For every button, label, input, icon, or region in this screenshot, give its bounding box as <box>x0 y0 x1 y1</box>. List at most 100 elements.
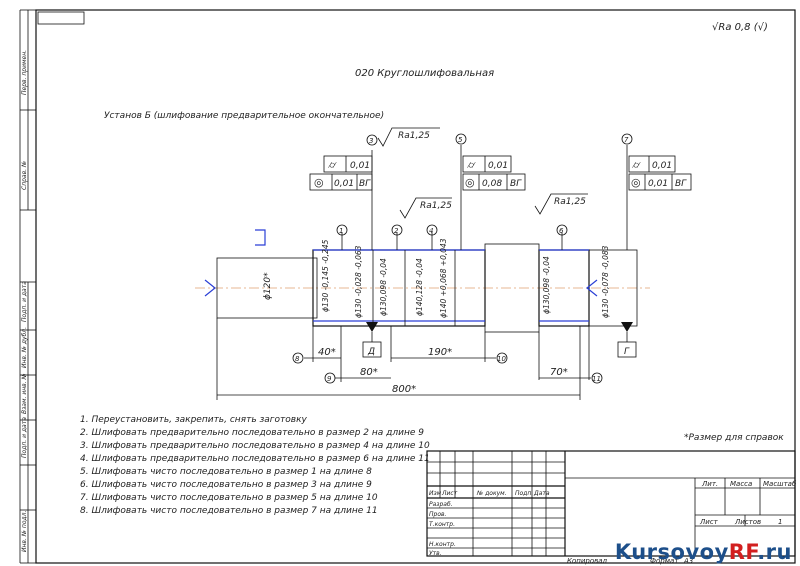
step-2: 2. Шлифовать предварительно последовател… <box>80 428 424 438</box>
step-3: 3. Шлифовать предварительно последовател… <box>80 441 430 451</box>
datum-triangle <box>621 322 633 332</box>
right-center-icon <box>586 279 598 297</box>
svg-text:Листов: Листов <box>734 518 761 526</box>
copied-label: Копировал <box>567 557 608 565</box>
svg-text:ВГ: ВГ <box>510 179 522 189</box>
watermark-logo: KursovoyRF.ru <box>614 540 792 564</box>
svg-text:◎: ◎ <box>314 176 324 189</box>
balloon: 11 <box>591 372 603 384</box>
side-label: Справ. № <box>21 161 28 190</box>
step-5: 5. Шлифовать чисто последовательно в раз… <box>80 467 372 477</box>
svg-text:Подп.: Подп. <box>515 490 533 497</box>
svg-text:Ra1,25: Ra1,25 <box>398 131 430 141</box>
svg-text:0,01: 0,01 <box>648 179 668 189</box>
svg-text:Т.контр.: Т.контр. <box>429 521 455 528</box>
svg-text:Пров.: Пров. <box>429 511 447 518</box>
side-label: Инв. № дубл. <box>21 327 28 368</box>
general-roughness: √Ra 0,8 (√) <box>712 22 768 33</box>
svg-text:5: 5 <box>458 136 463 144</box>
svg-text:Ra1,25: Ra1,25 <box>554 197 586 207</box>
dim-40: 40* <box>318 347 336 358</box>
format-value: А3 <box>683 557 693 565</box>
left-center-icon <box>204 279 216 297</box>
corner-stamp <box>37 11 85 25</box>
svg-text:Н.контр.: Н.контр. <box>429 541 456 548</box>
roughness-mark: Ra1,25 <box>534 193 588 215</box>
svg-text:Масса: Масса <box>730 480 752 488</box>
svg-text:11: 11 <box>592 375 601 383</box>
datum-g-label: Г <box>624 347 630 357</box>
svg-text:8: 8 <box>295 355 300 363</box>
side-label: Подп. и дата <box>21 417 28 458</box>
balloon: 1 <box>336 224 348 236</box>
svg-text:10: 10 <box>497 355 506 363</box>
balloon: 7 <box>621 133 633 145</box>
clamp-icon <box>255 229 266 246</box>
balloon: 4 <box>426 224 438 236</box>
operation-title: 020 Круглошлифовальная <box>355 68 494 79</box>
svg-text:ВГ: ВГ <box>675 179 687 189</box>
svg-text:0,01: 0,01 <box>652 161 672 171</box>
roughness-mark: Ra1,25 <box>377 127 440 147</box>
svg-text:0,01: 0,01 <box>488 161 508 171</box>
svg-text:Ra1,25: Ra1,25 <box>420 201 452 211</box>
svg-text:ВГ: ВГ <box>359 179 371 189</box>
svg-text:⌭: ⌭ <box>328 160 337 171</box>
svg-text:№ докум.: № докум. <box>476 490 507 497</box>
diameter-1: ϕ120* <box>263 272 273 300</box>
svg-text:3: 3 <box>369 137 373 145</box>
svg-text:Масштаб: Масштаб <box>763 480 797 488</box>
step-6: 6. Шлифовать чисто последовательно в раз… <box>80 480 372 490</box>
diameter-5: ϕ140,128 -0,04 <box>415 258 424 316</box>
dim-80: 80* <box>360 367 378 378</box>
dim-70: 70* <box>550 367 568 378</box>
svg-text:7: 7 <box>624 136 629 144</box>
balloon: 6 <box>556 224 568 236</box>
balloon: 3 <box>366 134 378 146</box>
shaft-collar <box>484 243 540 333</box>
step-8: 8. Шлифовать чисто последовательно в раз… <box>80 506 378 516</box>
svg-text:1: 1 <box>339 227 343 235</box>
datum-d-label: Д <box>367 347 375 357</box>
svg-text:0,08: 0,08 <box>482 179 502 189</box>
svg-text:Разраб.: Разраб. <box>429 501 453 508</box>
datum-g <box>617 341 637 358</box>
balloon: 8 <box>292 352 304 364</box>
diameter-8: ϕ130 -0,078 -0,083 <box>601 245 610 318</box>
svg-text:◎: ◎ <box>631 176 641 189</box>
svg-text:◎: ◎ <box>465 176 475 189</box>
svg-text:0,01: 0,01 <box>350 161 370 171</box>
side-label: Инв. № подл. <box>21 511 28 552</box>
shaft-section-1 <box>216 257 318 319</box>
svg-text:Дата: Дата <box>533 490 550 497</box>
setup-title: Установ Б (шлифование предварительное ок… <box>104 111 384 121</box>
svg-text:0,01: 0,01 <box>334 179 354 189</box>
datum-d <box>362 341 382 358</box>
balloon: 2 <box>391 224 403 236</box>
diameter-4: ϕ130,098 -0,04 <box>379 258 388 316</box>
title-block: Изм Лист № докум. Подп. Дата Разраб. Про… <box>426 450 797 557</box>
diameter-3: ϕ130 -0,028 -0,063 <box>354 245 363 318</box>
balloon: 5 <box>455 133 467 145</box>
svg-text:Утв.: Утв. <box>429 550 442 557</box>
side-label: Перв. примен. <box>21 50 28 95</box>
svg-text:⌭: ⌭ <box>632 160 641 171</box>
step-7: 7. Шлифовать чисто последовательно в раз… <box>80 493 378 503</box>
svg-text:4: 4 <box>429 227 433 235</box>
diameter-2: ϕ130 -0,145 -0,245 <box>321 239 330 312</box>
svg-text:1: 1 <box>778 518 782 526</box>
svg-text:9: 9 <box>327 375 332 383</box>
step-4: 4. Шлифовать предварительно последовател… <box>80 454 430 464</box>
reference-note: *Размер для справок <box>684 433 784 443</box>
fcf-middle: ⌭ 0,01 ◎ 0,08 ВГ <box>462 155 526 191</box>
fcf-left: ⌭ 0,01 ◎ 0,01 ВГ <box>309 155 373 191</box>
step-1: 1. Переустановить, закрепить, снять заго… <box>80 415 308 425</box>
fcf-right: ⌭ 0,01 ◎ 0,01 ВГ <box>628 155 692 191</box>
svg-text:Лит.: Лит. <box>701 480 718 488</box>
svg-text:⌭: ⌭ <box>467 160 476 171</box>
dim-800: 800* <box>392 384 416 395</box>
svg-text:Изм: Изм <box>429 490 442 497</box>
svg-text:2: 2 <box>394 227 399 235</box>
side-label: Подп. и дата <box>21 281 28 322</box>
